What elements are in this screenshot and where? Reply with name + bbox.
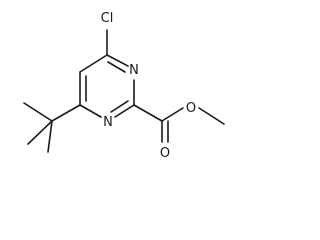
bond-n3-c2 [114, 104, 135, 118]
nitrogen-atom-label: N [129, 63, 139, 78]
bond-c4-n3 [79, 104, 102, 118]
bond-cq-me3 [47, 120, 53, 153]
methyl-ester-group [133, 104, 225, 143]
bond-cq-me2 [27, 120, 53, 145]
carbonyl-oxygen-label: O [160, 146, 170, 161]
bond-n1-c6 [106, 54, 129, 67]
bond-n3-c2-inner [110, 100, 129, 113]
pyrimidine-ring [79, 54, 135, 118]
bond-c6-c5 [79, 54, 108, 73]
bond-c4-cq [51, 104, 81, 122]
bond-c2-carbonyl [133, 104, 163, 122]
nitrogen-atom-label: N [103, 115, 113, 130]
ester-oxygen-label: O [186, 101, 196, 116]
chlorine-atom-label: Cl [101, 11, 114, 26]
bond-n1-c6-inner [107, 61, 126, 73]
tert-butyl-group [23, 102, 81, 153]
bond-carbonyl-oester [161, 107, 184, 122]
bond-oester-methyl [198, 107, 225, 125]
bond-cq-me1 [23, 102, 53, 122]
structure-diagram: Cl N N O O [23, 11, 225, 161]
